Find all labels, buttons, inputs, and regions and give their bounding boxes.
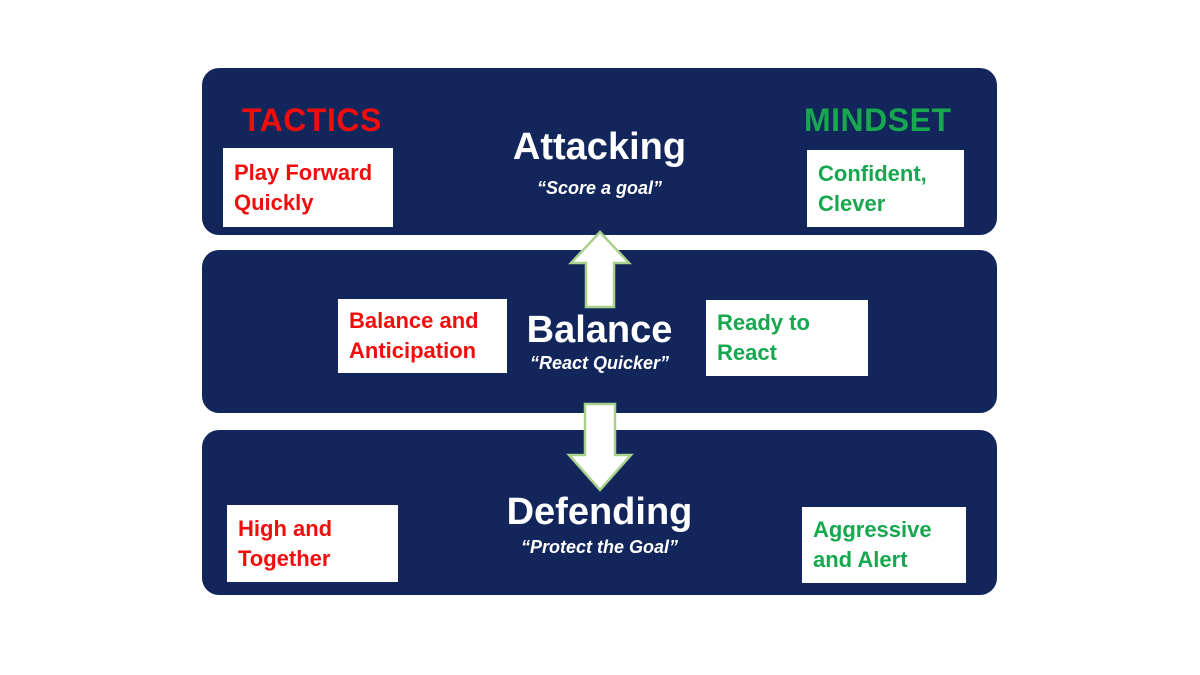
tactic-text-defending: High and Together bbox=[238, 515, 333, 571]
panel-subtitle-balance: “React Quicker” bbox=[529, 353, 670, 373]
mindset-box-attacking: Confident, Clever bbox=[807, 150, 964, 227]
panel-subtitle-defending: “Protect the Goal” bbox=[520, 537, 679, 557]
panel-subtitle-attacking: “Score a goal” bbox=[536, 178, 663, 198]
tactic-box-balance: Balance and Anticipation bbox=[338, 299, 507, 373]
tactic-box-defending: High and Together bbox=[227, 505, 398, 582]
tactic-text-balance: Balance and Anticipation bbox=[349, 308, 479, 363]
mindset-box-balance: Ready to React bbox=[706, 300, 868, 376]
panel-defending: Defending “Protect the Goal” High and To… bbox=[202, 430, 997, 595]
mindset-text-balance: Ready to React bbox=[717, 310, 810, 365]
mindset-text-defending: Aggressive and Alert bbox=[813, 517, 932, 572]
panel-title-balance: Balance bbox=[526, 309, 673, 351]
tactic-text-attacking: Play Forward Quickly bbox=[234, 159, 373, 215]
panel-title-attacking: Attacking bbox=[512, 126, 687, 168]
mindset-box-defending: Aggressive and Alert bbox=[802, 507, 966, 583]
mindset-header: MINDSET bbox=[804, 102, 952, 138]
panel-title-defending: Defending bbox=[506, 491, 693, 533]
mindset-text-attacking: Confident, Clever bbox=[818, 160, 927, 216]
panel-balance: Balance “React Quicker” Balance and Anti… bbox=[202, 250, 997, 413]
tactic-box-attacking: Play Forward Quickly bbox=[223, 148, 393, 227]
panel-attacking: TACTICS MINDSET Attacking “Score a goal”… bbox=[202, 68, 997, 235]
tactics-header: TACTICS bbox=[242, 102, 382, 138]
